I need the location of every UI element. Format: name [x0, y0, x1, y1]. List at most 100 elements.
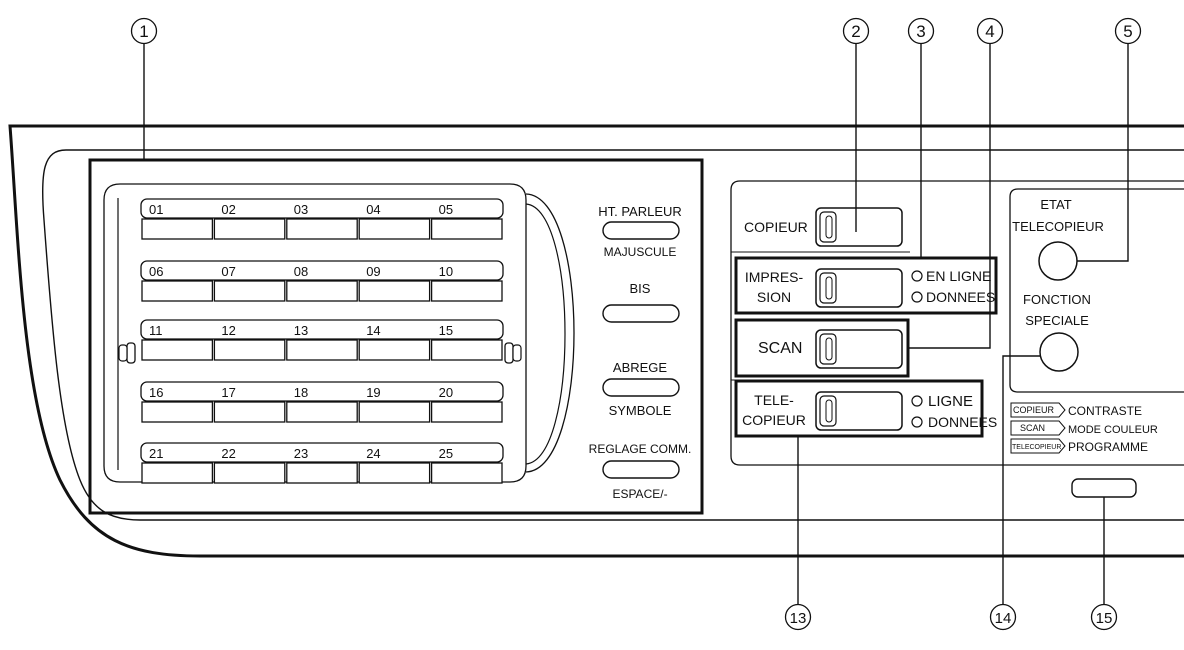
speed-dial-label-strip: [140, 260, 504, 281]
speed-dial-key[interactable]: [358, 218, 431, 240]
hinge-left: [126, 342, 136, 364]
speed-dial-number: 05: [439, 202, 453, 217]
fax-mode-key[interactable]: [815, 391, 903, 431]
speed-dial-number: 10: [439, 264, 453, 279]
speed-dial-key[interactable]: [358, 401, 431, 423]
right-panel-outline: [1009, 188, 1184, 393]
svg-text:14: 14: [995, 610, 1012, 627]
callout-1: 1: [130, 17, 158, 45]
callout-14: 14: [989, 603, 1017, 631]
speed-dial-key[interactable]: [430, 339, 503, 361]
speed-dial-number: 25: [439, 446, 453, 461]
legend-tag-scan: SCAN: [1020, 423, 1045, 433]
speed-dial-key[interactable]: [430, 280, 503, 302]
speaker-button[interactable]: [602, 221, 680, 240]
print-mode-key[interactable]: [815, 268, 903, 308]
speed-dial-key[interactable]: [213, 218, 286, 240]
comm-setting-button[interactable]: [602, 460, 680, 479]
speed-dial-key[interactable]: [141, 462, 214, 484]
speed-dial-number: 08: [294, 264, 308, 279]
speed-dial-key[interactable]: [213, 339, 286, 361]
speed-dial-key[interactable]: [358, 339, 431, 361]
speed-dial-key[interactable]: [213, 401, 286, 423]
comm-setting-label: REGLAGE COMM.: [589, 442, 692, 456]
fax-status-button[interactable]: [1038, 241, 1078, 281]
speed-dial-number: 18: [294, 385, 308, 400]
online-indicator: [911, 270, 923, 282]
speed-dial-number: 20: [439, 385, 453, 400]
copy-mode-label: COPIEUR: [744, 219, 808, 235]
speed-dial-key[interactable]: [286, 339, 358, 361]
special-function-button[interactable]: [1039, 332, 1079, 372]
speed-dial-key[interactable]: [358, 462, 431, 484]
mode-area-outline: [730, 180, 1184, 466]
callout-5: 5: [1114, 17, 1142, 45]
speed-dial-number: 01: [149, 202, 163, 217]
uppercase-label: MAJUSCULE: [604, 245, 677, 259]
speed-dial-key[interactable]: [141, 339, 214, 361]
speed-dial-key[interactable]: [286, 218, 358, 240]
fax-callout-box: [734, 379, 984, 438]
abbrev-dial-button[interactable]: [602, 378, 680, 397]
callout-15: 15: [1090, 603, 1118, 631]
print-callout-box: [734, 256, 998, 315]
speed-dial-row: 21 22 23 24 25: [140, 442, 504, 484]
print-data-label: DONNEES: [926, 289, 995, 305]
speed-dial-key[interactable]: [213, 462, 286, 484]
panel-inner-bezel: [41, 149, 1184, 521]
callout-2: 2: [842, 17, 870, 45]
hinge-right-cap: [512, 344, 522, 362]
hinge-right: [504, 342, 514, 364]
speed-dial-key[interactable]: [213, 280, 286, 302]
hinge-left-cap: [118, 344, 128, 362]
speed-dial-number: 23: [294, 446, 308, 461]
speed-dial-number: 22: [221, 446, 235, 461]
speed-dial-number: 04: [366, 202, 380, 217]
fax-mode-label-1: TELE-: [754, 392, 794, 408]
line-label: LIGNE: [928, 393, 973, 410]
speed-dial-key[interactable]: [430, 401, 503, 423]
legend-text-contrast: CONTRASTE: [1068, 404, 1142, 418]
speed-dial-label-strip: [140, 442, 504, 463]
svg-text:1: 1: [139, 22, 148, 41]
scan-mode-key[interactable]: [815, 329, 903, 369]
copy-mode-key[interactable]: [815, 207, 903, 247]
speed-dial-number: 07: [221, 264, 235, 279]
speed-dial-key[interactable]: [430, 218, 503, 240]
speaker-label: HT. PARLEUR: [598, 204, 682, 219]
small-key[interactable]: [1071, 478, 1137, 498]
speed-dial-number: 12: [221, 323, 235, 338]
speed-dial-key[interactable]: [286, 462, 358, 484]
speed-dial-number: 09: [366, 264, 380, 279]
speed-dial-key[interactable]: [286, 280, 358, 302]
speed-dial-key[interactable]: [141, 401, 214, 423]
speed-dial-number: 13: [294, 323, 308, 338]
speed-dial-number: 19: [366, 385, 380, 400]
svg-text:5: 5: [1123, 22, 1132, 41]
speed-dial-number: 21: [149, 446, 163, 461]
flip-cover-loop-inner: [525, 203, 566, 465]
special-function-label-1: FONCTION: [1023, 292, 1091, 307]
abbrev-dial-label: ABREGE: [613, 360, 668, 375]
speed-dial-label-strip: [140, 381, 504, 402]
speed-dial-number: 06: [149, 264, 163, 279]
speed-dial-label-strip: [140, 198, 504, 219]
one-touch-area: [88, 158, 704, 515]
speed-dial-key[interactable]: [358, 280, 431, 302]
speed-dial-number: 17: [221, 385, 235, 400]
speed-dial-key[interactable]: [141, 218, 214, 240]
speed-dial-number: 24: [366, 446, 380, 461]
speed-dial-key[interactable]: [286, 401, 358, 423]
speed-dial-key[interactable]: [430, 462, 503, 484]
redial-button[interactable]: [602, 304, 680, 323]
speed-dial-number: 15: [439, 323, 453, 338]
fax-mode-label-2: COPIEUR: [742, 412, 806, 428]
speed-dial-row: 06 07 08 09 10: [140, 260, 504, 302]
speed-dial-key[interactable]: [141, 280, 214, 302]
legend-tag-copy: COPIEUR: [1013, 405, 1055, 415]
print-mode-label-2: SION: [757, 289, 791, 305]
